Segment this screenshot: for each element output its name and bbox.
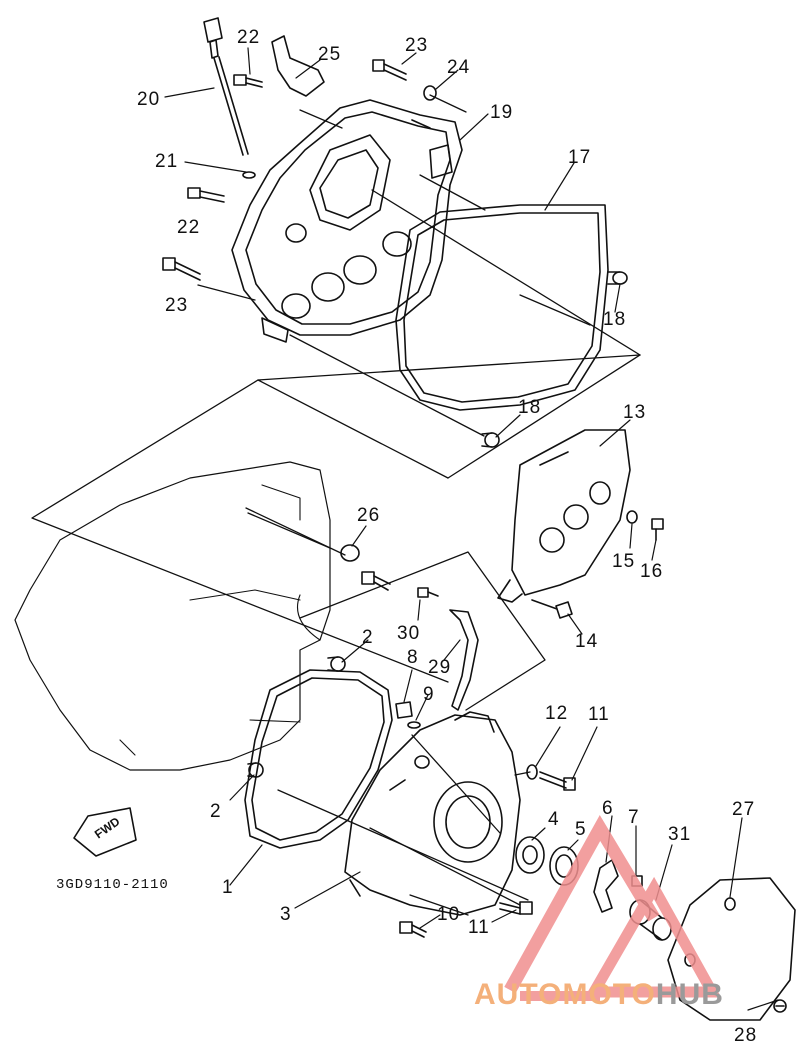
crankcase-outline [14, 461, 331, 771]
watermark-logo [504, 815, 722, 1001]
callout-10: 10 [437, 904, 461, 925]
callout-22-top: 22 [237, 27, 261, 48]
callout-27: 27 [732, 799, 756, 820]
callout-1: 1 [222, 877, 234, 898]
o-ring [242, 171, 256, 179]
callout-11-right: 11 [588, 704, 610, 725]
dipstick [203, 17, 249, 156]
callout-13: 13 [623, 402, 647, 423]
callout-23-left: 23 [165, 295, 189, 316]
callout-6: 6 [602, 798, 614, 819]
clutch-cover [231, 99, 463, 343]
callout-7: 7 [628, 807, 640, 828]
callout-2-lower: 2 [210, 801, 222, 822]
callout-28: 28 [734, 1025, 758, 1046]
bolt-10 [399, 921, 427, 938]
callout-23-top: 23 [405, 35, 429, 56]
callout-29: 29 [428, 657, 452, 678]
bracket-6 [593, 859, 619, 913]
washer-24 [423, 85, 437, 101]
watermark-text-automoto: AUTOMOTO [474, 978, 656, 1011]
callout-3: 3 [280, 904, 292, 925]
callout-30: 30 [397, 623, 421, 644]
bolt-22-top [233, 74, 263, 88]
bolt-16 [651, 518, 664, 541]
fwd-arrow [73, 807, 137, 857]
bolt-22-left [187, 187, 225, 203]
screw-28 [773, 999, 787, 1013]
callout-14: 14 [575, 631, 599, 652]
bolt-23-top [372, 59, 407, 81]
callout-4: 4 [548, 809, 560, 830]
bolt-11-bottom [499, 901, 533, 915]
callout-11-bottom: 11 [468, 917, 490, 938]
watermark-text-hub: HUB [655, 978, 724, 1011]
callout-25: 25 [318, 44, 342, 65]
callout-16: 16 [640, 561, 664, 582]
callout-12: 12 [545, 703, 569, 724]
dowel-pin-2-lower [247, 762, 264, 778]
cable-bracket [271, 35, 325, 97]
callout-26: 26 [357, 505, 381, 526]
bolt-23-left [162, 257, 201, 281]
callout-24: 24 [447, 57, 471, 78]
callout-9: 9 [423, 684, 435, 705]
callout-5: 5 [575, 819, 587, 840]
bolt-11-right [539, 771, 576, 791]
callout-22-left: 22 [177, 217, 201, 238]
callout-21: 21 [155, 151, 179, 172]
plug-26 [340, 544, 391, 591]
clutch-cover-gasket [395, 204, 609, 411]
plug-8 [395, 701, 413, 719]
callout-15: 15 [612, 551, 636, 572]
callout-8: 8 [407, 647, 419, 668]
clamp-29 [449, 609, 479, 711]
callout-18-lower: 18 [518, 397, 542, 418]
callout-17: 17 [568, 147, 592, 168]
callout-31: 31 [668, 824, 692, 845]
callout-18-upper: 18 [603, 309, 627, 330]
diagram-code: 3GD9110-2110 [56, 877, 169, 893]
callout-20: 20 [137, 89, 161, 110]
callout-2-upper: 2 [362, 627, 374, 648]
dowel-pin-2-upper [327, 656, 346, 672]
washer-15 [626, 510, 638, 524]
crankcase-left-cover [344, 711, 521, 916]
oil-seal-4 [515, 836, 545, 874]
watermark-text: AUTOMOTOHUB [474, 978, 724, 1012]
callout-19: 19 [490, 102, 514, 123]
dowel-pin-lower [481, 432, 500, 448]
bolt-30 [417, 587, 439, 598]
dowel-pin-upper [607, 271, 628, 285]
bolt-14 [531, 599, 573, 619]
sprocket-cover [497, 429, 631, 603]
crankcase-cover-gasket [244, 669, 393, 849]
o-ring-9 [407, 721, 421, 729]
